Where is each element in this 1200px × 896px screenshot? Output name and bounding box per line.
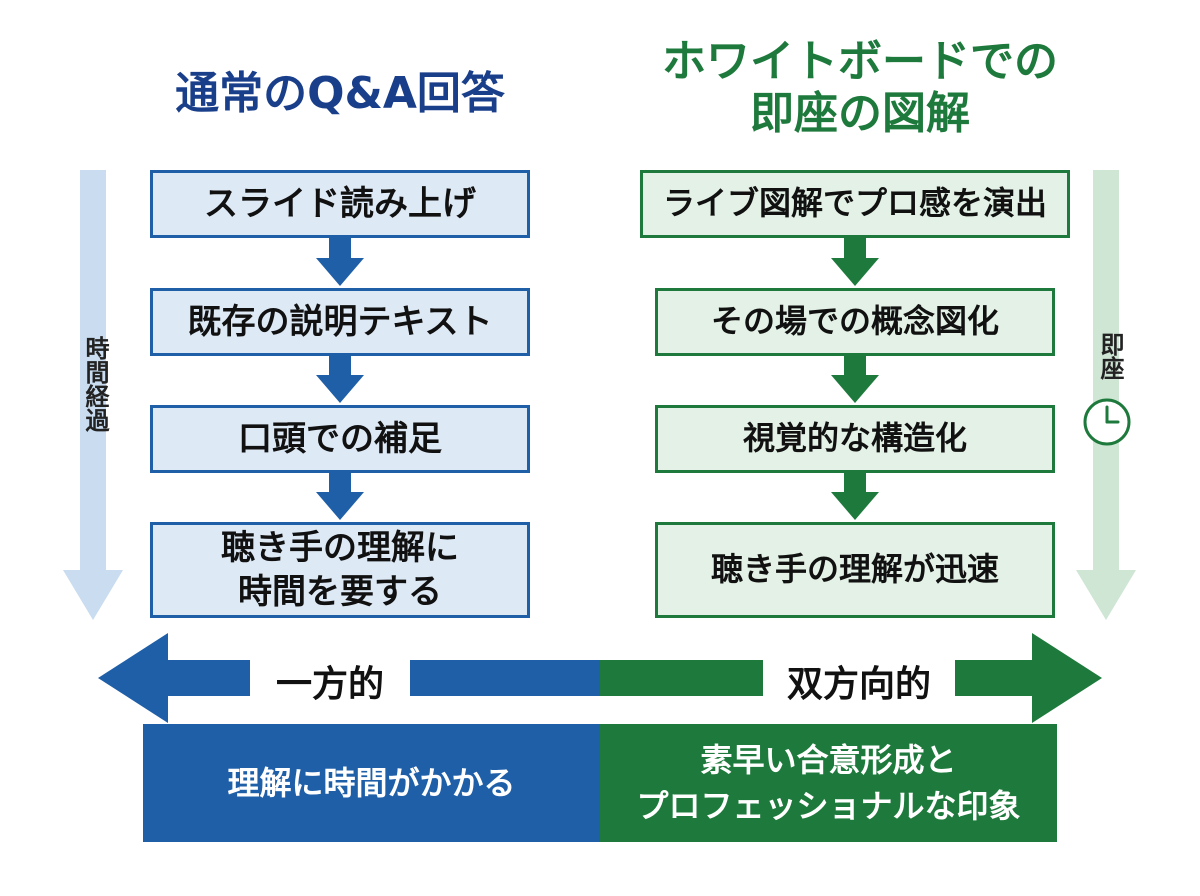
left-side-label: 時間経過 — [81, 336, 109, 432]
direction-arrow-left — [98, 633, 600, 723]
flow-arrow-right-3 — [831, 472, 879, 520]
left-step-4: 聴き手の理解に 時間を要する — [150, 522, 530, 618]
flow-arrow-right-1 — [831, 238, 879, 286]
clock-icon — [1083, 398, 1131, 446]
outcome-left: 理解に時間がかかる — [143, 724, 600, 842]
flow-arrow-right-2 — [831, 355, 879, 403]
right-step-4: 聴き手の理解が迅速 — [655, 522, 1055, 618]
left-step-1: スライド読み上げ — [150, 170, 530, 238]
right-step-2: その場での概念図化 — [655, 288, 1055, 356]
time-arrow-left — [63, 170, 123, 620]
left-title: 通常のQ&A回答 — [175, 68, 505, 119]
right-step-1: ライブ図解でプロ感を演出 — [640, 170, 1070, 238]
left-step-3: 口頭での補足 — [150, 405, 530, 473]
direction-arrow-right — [600, 633, 1102, 723]
outcome-right: 素早い合意形成と プロフェッショナルな印象 — [600, 724, 1057, 842]
two-way-label: 双方向的 — [786, 664, 931, 705]
right-step-3: 視覚的な構造化 — [655, 405, 1055, 473]
one-way-label: 一方的 — [275, 664, 384, 705]
time-arrow-right — [1076, 170, 1136, 620]
right-title: ホワイトボードでの 即座の図解 — [662, 36, 1058, 139]
left-step-2: 既存の説明テキスト — [150, 288, 530, 356]
flow-arrow-left-3 — [316, 472, 364, 520]
right-side-label: 即座 — [1096, 332, 1124, 380]
flow-arrow-left-2 — [316, 355, 364, 403]
flow-arrow-left-1 — [316, 238, 364, 286]
